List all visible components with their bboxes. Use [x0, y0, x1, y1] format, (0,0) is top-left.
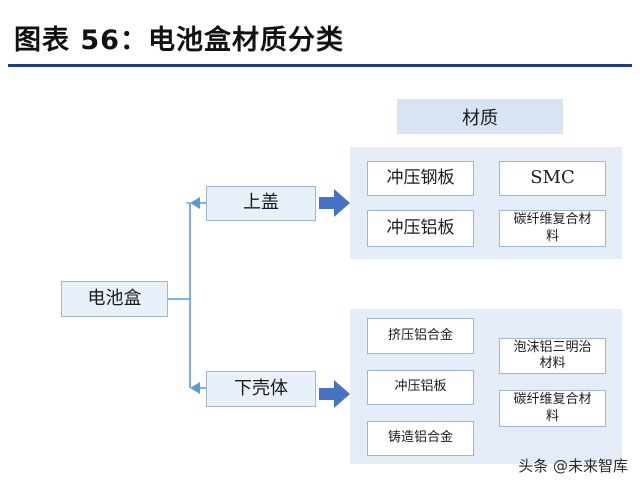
top-material-item-2: SMC: [499, 161, 606, 196]
top-material-item-1: 冲压钢板: [367, 161, 474, 196]
bottom-material-item-2: 冲压铝板: [367, 370, 474, 405]
bottom-material-item-5: 碳纤维复合材料: [499, 390, 606, 427]
top-material-item-3: 冲压铝板: [367, 210, 474, 247]
bottom-material-item-3: 铸造铝合金: [367, 421, 474, 456]
branch-node-top-cover: 上盖: [206, 186, 316, 221]
material-header: 材质: [397, 99, 563, 134]
title-underline: [8, 64, 632, 67]
watermark: 头条 @未来智库: [518, 457, 628, 475]
arrowhead-bottom: [190, 382, 200, 394]
block-arrow-top: [319, 189, 350, 217]
root-node-battery-box: 电池盒: [61, 281, 168, 317]
bottom-material-item-4: 泡沫铝三明治材料: [499, 338, 606, 374]
branch-node-lower-shell: 下壳体: [206, 371, 316, 407]
bottom-material-item-1: 挤压铝合金: [367, 318, 474, 354]
block-arrow-bottom: [319, 380, 350, 408]
figure-title: 图表 56：电池盒材质分类: [14, 25, 344, 56]
top-material-item-4: 碳纤维复合材料: [499, 210, 606, 247]
arrowhead-top: [190, 197, 200, 209]
